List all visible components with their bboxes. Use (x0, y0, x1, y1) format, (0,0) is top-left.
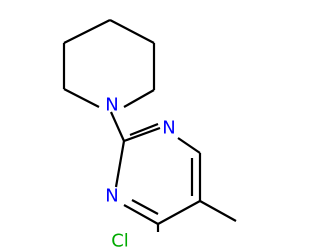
piperidine-nitrogen-label: N (105, 95, 118, 116)
bond-pyr-c6-n1-inner (131, 199, 159, 215)
bond-pyr-c5-c6 (157, 200, 201, 225)
bond-pip-2 (109, 19, 155, 44)
bond-pyr-n1-c2 (114, 140, 126, 188)
structure-canvas: N N N Cl (62, 19, 237, 250)
bond-n-c2 (109, 111, 126, 142)
bond-pyr-c2-n3-inner (129, 122, 159, 137)
bond-pip-5 (63, 88, 100, 108)
bond-pip-4 (123, 89, 155, 108)
bond-pyr-c2-n3 (123, 126, 161, 143)
bond-methyl (199, 200, 237, 222)
bond-pyr-c6-n1 (123, 204, 159, 225)
chlorine-label: Cl (111, 231, 129, 250)
chemical-structure: N N N Cl (62, 19, 237, 250)
bond-pyr-n3-c4 (177, 137, 201, 154)
pyrimidine-nitrogen-lower-label: N (105, 186, 118, 207)
bond-pip-1 (63, 19, 111, 44)
pyrimidine-nitrogen-upper-label: N (162, 118, 175, 139)
